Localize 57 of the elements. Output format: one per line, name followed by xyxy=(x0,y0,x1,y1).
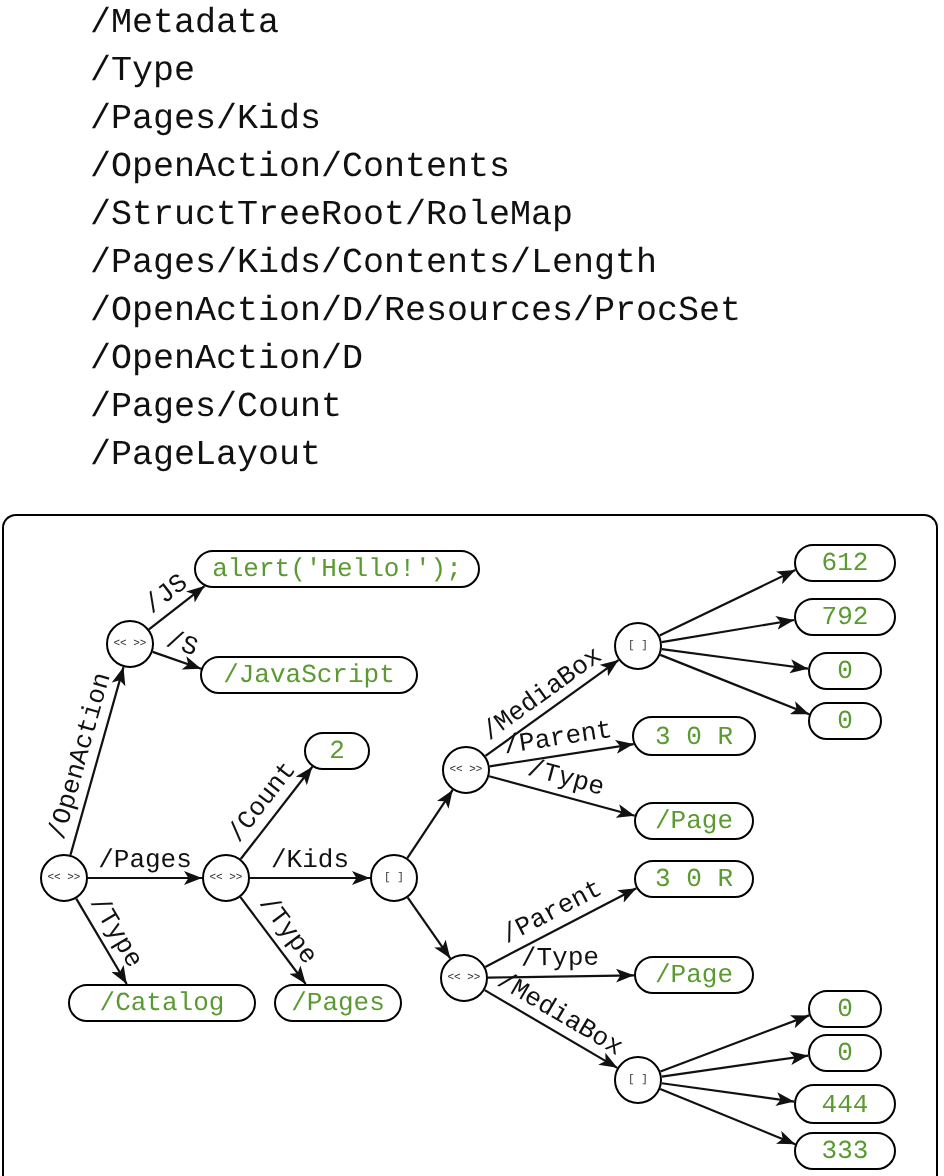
arrow xyxy=(659,569,796,637)
key-path: /PageLayout xyxy=(90,434,322,480)
key-path: /OpenAction/Contents xyxy=(90,146,511,192)
value-node: /Catalog xyxy=(68,984,256,1022)
arrow xyxy=(484,989,618,1069)
value-node: /Page xyxy=(634,956,754,994)
arrow xyxy=(659,653,810,716)
value-node: 2 xyxy=(304,732,370,770)
arrow xyxy=(88,871,202,885)
arrow xyxy=(406,897,452,959)
value-node: 612 xyxy=(794,544,896,582)
key-path: /OpenAction/D xyxy=(90,338,364,384)
value-node: /Page xyxy=(634,802,754,840)
key-path: /Metadata xyxy=(90,2,280,48)
key-path: /OpenAction/D/Resources/ProcSet xyxy=(90,290,742,336)
edge-label: /JS xyxy=(139,568,193,619)
arrow xyxy=(659,1088,796,1146)
arrow xyxy=(250,871,370,885)
arrow xyxy=(661,648,809,674)
arrow xyxy=(148,585,206,631)
value-node: 0 xyxy=(808,652,882,690)
arrow xyxy=(488,968,634,983)
key-path: /StructTreeRoot/RoleMap xyxy=(90,194,574,240)
arrow xyxy=(489,739,634,768)
arrow xyxy=(661,1051,809,1078)
value-node: 3 0 R xyxy=(632,716,756,756)
key-path: /Pages/Kids xyxy=(90,98,322,144)
value-node: 0 xyxy=(808,990,882,1028)
arrow xyxy=(660,1014,810,1073)
arrow xyxy=(661,1082,795,1106)
edge-label: /Type xyxy=(525,755,608,802)
arrow xyxy=(661,616,795,644)
value-node: 444 xyxy=(794,1084,896,1124)
edge-label: /Kids xyxy=(271,847,349,873)
arrow xyxy=(488,775,635,818)
edge-label: /Type xyxy=(521,944,600,973)
key-path: /Pages/Count xyxy=(90,386,343,432)
value-node: 3 0 R xyxy=(634,860,754,898)
key-path: /Pages/Kids/Contents/Length xyxy=(90,242,658,288)
arrow xyxy=(406,789,454,859)
arrow xyxy=(75,898,128,985)
value-node: 333 xyxy=(794,1132,896,1170)
arrow xyxy=(152,650,202,670)
key-path: /Type xyxy=(90,50,196,96)
value-node: /Pages xyxy=(274,984,402,1022)
edge-label: /S xyxy=(163,625,202,661)
edge-label: /Pages xyxy=(98,847,192,873)
value-node: /JavaScript xyxy=(200,656,418,694)
arrow xyxy=(69,666,126,856)
arrow xyxy=(484,887,637,968)
value-node: 0 xyxy=(808,702,882,740)
value-node: 0 xyxy=(808,1034,882,1072)
value-node: alert('Hello!'); xyxy=(194,550,480,588)
value-node: 792 xyxy=(794,598,896,636)
arrow xyxy=(239,896,307,985)
arrow xyxy=(239,766,314,860)
arrow xyxy=(484,659,620,757)
